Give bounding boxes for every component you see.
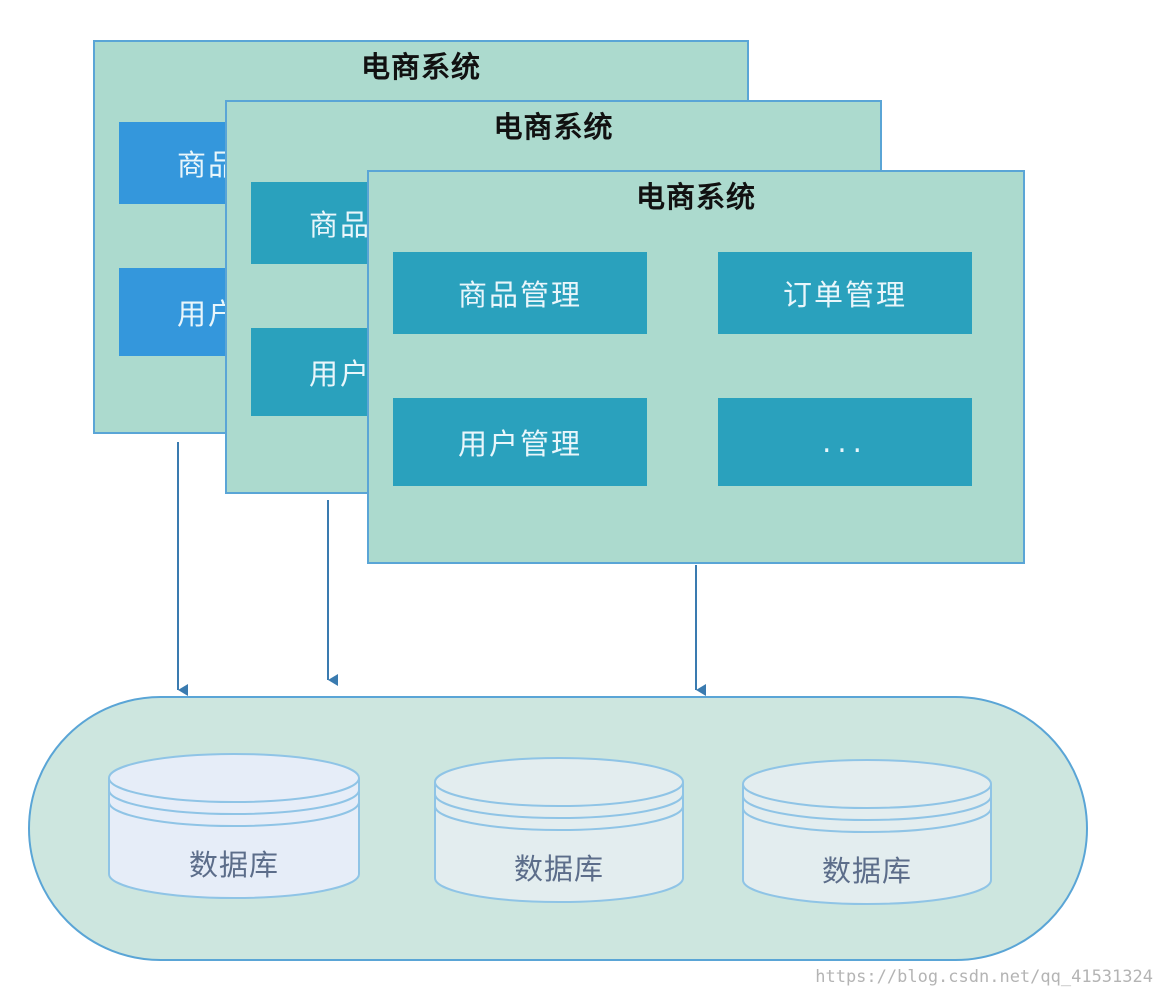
system-title: 电商系统 [635, 180, 756, 214]
database-label: 数据库 [188, 848, 279, 882]
database-label: 数据库 [821, 854, 912, 888]
module-product-management: 商品管理 [251, 182, 371, 264]
module-user-management: 用户管理 [393, 398, 647, 486]
database-2: 数据库 [432, 754, 686, 906]
module-order-management: 订单管理 [718, 252, 972, 334]
module-label: 商品管理 [177, 148, 232, 182]
database-cylinder-icon [108, 753, 360, 899]
module-user-management: 用户管理 [119, 268, 232, 356]
database-cylinder-icon [742, 759, 992, 905]
module-label: 用户管理 [457, 427, 582, 461]
database-1: 数据库 [106, 750, 362, 902]
system-panel-3: 电商系统 商品管理 订单管理 用户管理 ... [367, 170, 1025, 564]
module-product-management: 商品管理 [119, 122, 232, 204]
system-title: 电商系统 [360, 50, 481, 84]
database-3: 数据库 [740, 756, 994, 908]
module-label: 用户管理 [309, 357, 371, 391]
database-cylinder-icon [434, 757, 684, 903]
module-user-management: 用户管理 [251, 328, 371, 416]
module-label: 用户管理 [177, 297, 232, 331]
module-label: ... [822, 425, 868, 459]
module-more: ... [718, 398, 972, 486]
database-label: 数据库 [513, 852, 604, 886]
module-label: 商品管理 [457, 278, 582, 312]
system-title: 电商系统 [493, 110, 614, 144]
watermark-url: https://blog.csdn.net/qq_41531324 [815, 967, 1153, 987]
module-product-management: 商品管理 [393, 252, 647, 334]
module-label: 订单管理 [782, 278, 907, 312]
module-label: 商品管理 [309, 208, 371, 242]
